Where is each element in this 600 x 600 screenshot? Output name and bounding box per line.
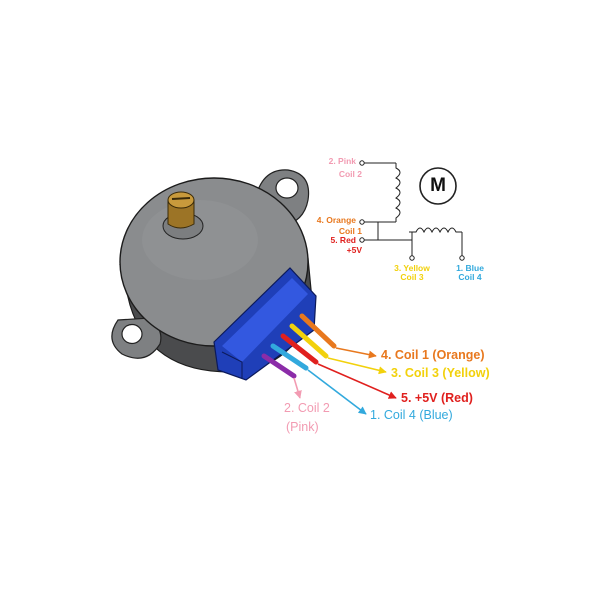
pin-blue-label: 1. Blue bbox=[456, 263, 484, 273]
coil1-label: Coil 1 bbox=[338, 226, 362, 236]
callout-red: 5. +5V (Red) bbox=[401, 391, 473, 405]
pin-orange-label: 4. Orange bbox=[316, 215, 356, 225]
callout-orange: 4. Coil 1 (Orange) bbox=[381, 348, 485, 362]
wiring-schematic bbox=[359, 160, 465, 261]
pin-yellow-label: 3. Yellow bbox=[394, 263, 430, 273]
coil3-label: Coil 3 bbox=[400, 272, 424, 282]
pin-pink-label: 2. Pink bbox=[328, 156, 356, 166]
callout-pink-line2: (Pink) bbox=[286, 420, 319, 434]
callout-blue: 1. Coil 4 (Blue) bbox=[370, 408, 453, 422]
pin-red-label: 5. Red bbox=[330, 235, 356, 245]
callout-arrows bbox=[293, 347, 397, 415]
coil4-label: Coil 4 bbox=[458, 272, 482, 282]
callout-pink-line1: 2. Coil 2 bbox=[284, 401, 330, 415]
coil2-label: Coil 2 bbox=[338, 169, 362, 179]
callout-yellow: 3. Coil 3 (Yellow) bbox=[391, 366, 490, 380]
plus5v-schematic-label: +5V bbox=[346, 245, 362, 255]
motor-symbol-label: M bbox=[430, 175, 446, 196]
wires bbox=[261, 313, 337, 379]
